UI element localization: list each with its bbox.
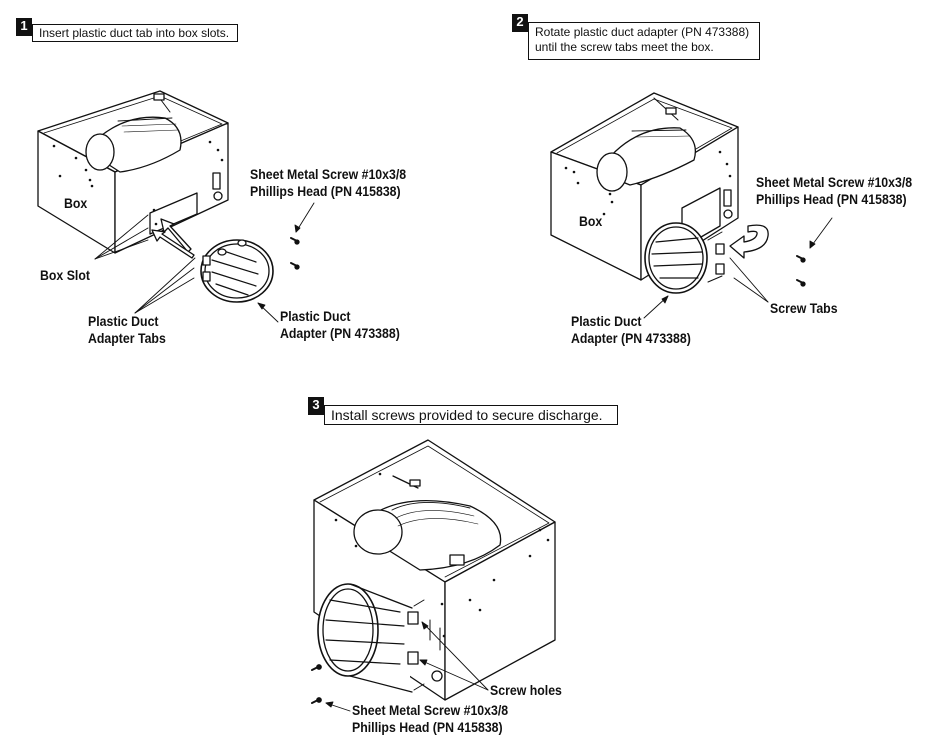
step1-leader-lines — [94, 202, 315, 323]
step3-box-illustration — [313, 439, 556, 701]
step-2-caption-line1: Rotate plastic duct adapter (PN 473388) — [535, 25, 750, 39]
step-2-number: 2 — [512, 14, 528, 32]
step1-box-illustration — [37, 90, 229, 254]
step2-adapter-label-line2: Adapter (PN 473388) — [571, 330, 691, 346]
step3-screw-label-line1: Sheet Metal Screw #10x3/8 — [352, 702, 509, 718]
step1-screws — [290, 237, 300, 270]
step-2-caption-line2: until the screw tabs meet the box. — [535, 40, 714, 54]
step2-screws — [796, 255, 806, 287]
step-1-number: 1 — [16, 18, 32, 36]
step3-adapter-illustration — [317, 583, 425, 693]
step-1-header: 1 Insert plastic duct tab into box slots… — [16, 18, 239, 42]
step2-adapter-label-line1: Plastic Duct — [571, 313, 642, 329]
step1-screw-label-line2: Phillips Head (PN 415838) — [250, 183, 401, 199]
step3-screw-label-line2: Phillips Head (PN 415838) — [352, 719, 503, 735]
step-3-header: 3 Install screws provided to secure disc… — [308, 397, 618, 425]
step2-leader-lines — [643, 217, 833, 319]
step2-box-label: Box — [579, 213, 603, 229]
step2-screw-label-line2: Phillips Head (PN 415838) — [756, 191, 907, 207]
step-1-caption: Insert plastic duct tab into box slots. — [32, 24, 239, 42]
step3-screw-holes-label: Screw holes — [490, 682, 562, 698]
step-2-header: 2 Rotate plastic duct adapter (PN 473388… — [512, 14, 761, 60]
step3-leader-lines — [325, 621, 489, 712]
step1-box-label: Box — [64, 195, 88, 211]
step1-adapter-label-line1: Plastic Duct — [280, 308, 351, 324]
step1-screw-label-line1: Sheet Metal Screw #10x3/8 — [250, 166, 407, 182]
step1-tabs-label-line2: Adapter Tabs — [88, 330, 166, 346]
step2-rotate-arrow — [729, 224, 769, 259]
step1-adapter-illustration — [200, 239, 274, 303]
step-2-caption: Rotate plastic duct adapter (PN 473388) … — [528, 22, 761, 60]
step-3-number: 3 — [308, 397, 324, 415]
step1-tabs-label-line1: Plastic Duct — [88, 313, 159, 329]
step1-insert-arrows — [151, 218, 195, 259]
step3-screws — [311, 664, 322, 704]
step2-screw-tabs-label: Screw Tabs — [770, 300, 838, 316]
step2-screw-label-line1: Sheet Metal Screw #10x3/8 — [756, 174, 913, 190]
step1-box-slot-label: Box Slot — [40, 267, 90, 283]
step2-adapter-illustration — [644, 222, 725, 294]
step1-adapter-label-line2: Adapter (PN 473388) — [280, 325, 400, 341]
step-3-caption: Install screws provided to secure discha… — [324, 405, 618, 425]
step2-box-illustration — [550, 92, 739, 281]
